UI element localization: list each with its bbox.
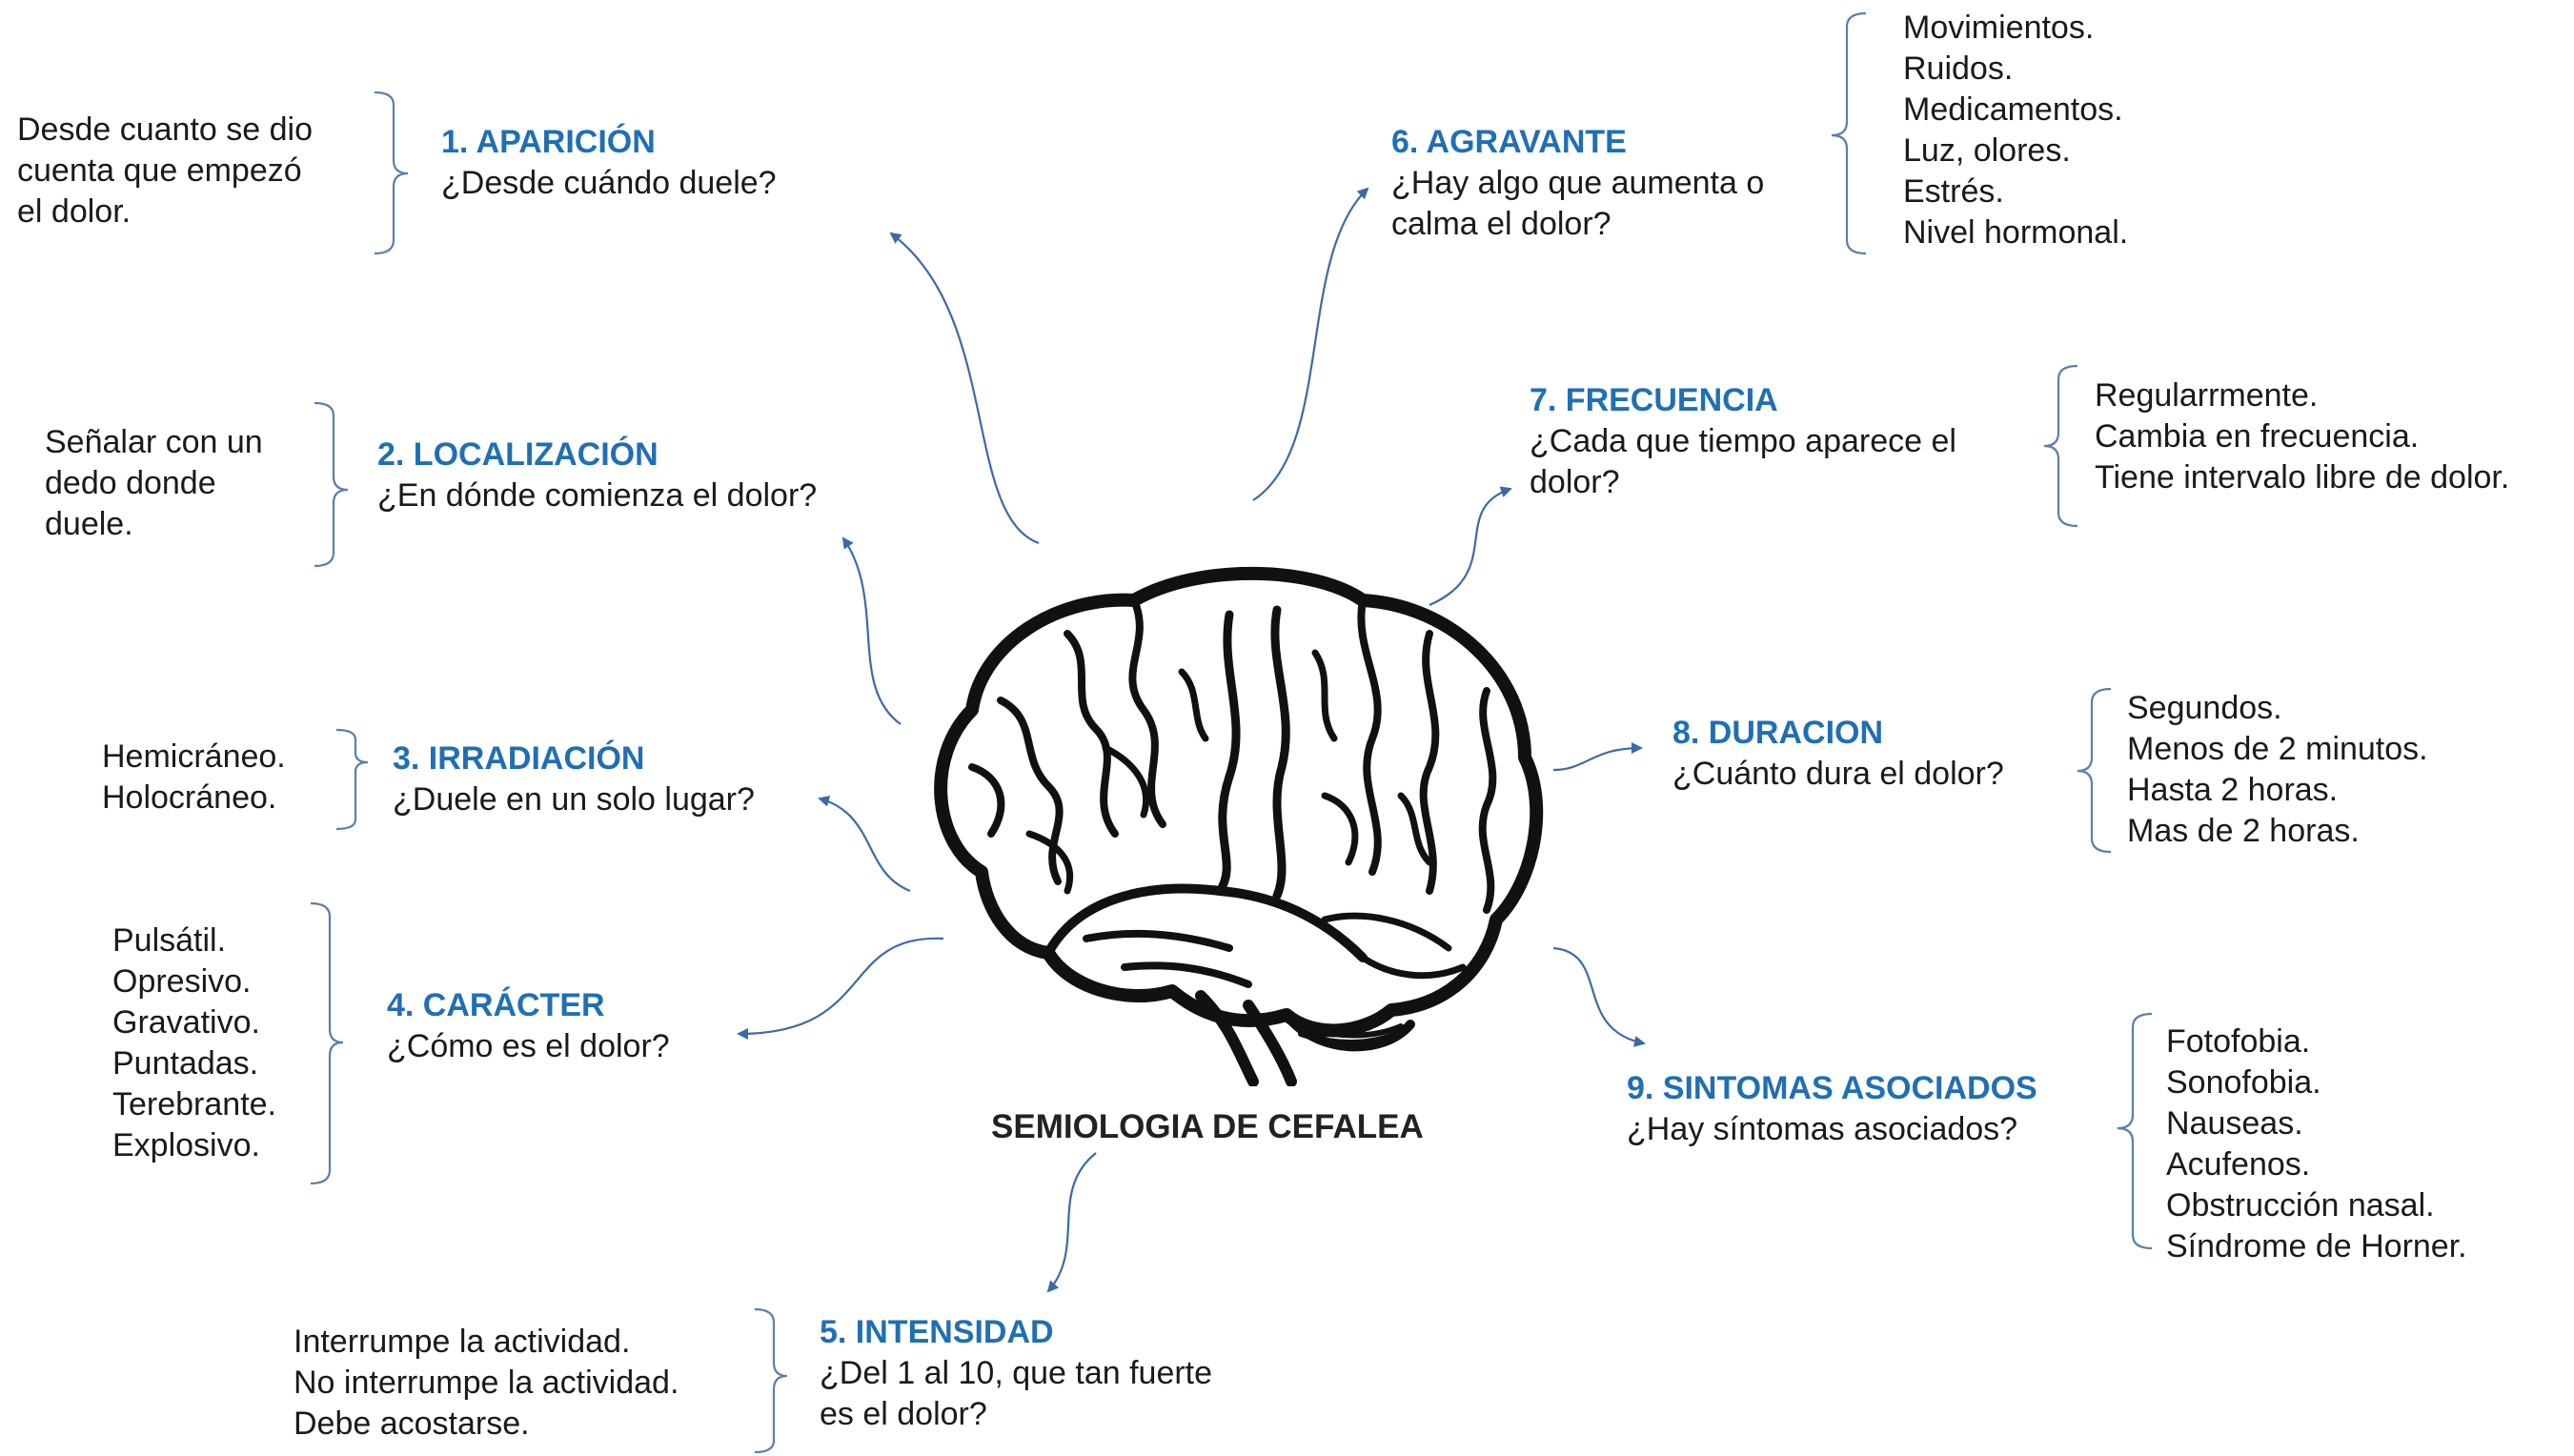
detail-item: Puntadas. xyxy=(112,1045,259,1082)
detail-item: Movimientos. xyxy=(1903,10,2095,46)
detail-item: Opresivo. xyxy=(112,963,252,1000)
caracter-details: Pulsátil. Opresivo. Gravativo. Puntadas.… xyxy=(112,920,276,1166)
detail-item: duele. xyxy=(45,506,133,542)
agravante-details: Movimientos. Ruidos. Medicamentos. Luz, … xyxy=(1903,8,2128,253)
detail-item: Regularrmente. xyxy=(2095,377,2319,414)
detail-item: Sonofobia. xyxy=(2166,1064,2321,1101)
detail-item: Cambia en frecuencia. xyxy=(2095,418,2420,455)
connector-caracter xyxy=(737,937,944,1040)
detail-item: Holocráneo. xyxy=(102,779,277,816)
detail-item: Síndrome de Horner. xyxy=(2166,1228,2467,1264)
connector-localizacion xyxy=(841,536,902,725)
detail-item: Interrumpe la actividad. xyxy=(294,1324,631,1360)
detail-item: el dolor. xyxy=(17,193,132,230)
detail-item: Menos de 2 minutos. xyxy=(2127,731,2428,767)
connector-agravante xyxy=(1252,187,1369,501)
detail-item: Tiene intervalo libre de dolor. xyxy=(2095,459,2510,495)
bracket-sintomas xyxy=(2117,1012,2153,1250)
node-question: es el dolor? xyxy=(820,1396,987,1432)
detail-item: cuenta que empezó xyxy=(17,152,302,189)
node-title: 8. DURACION xyxy=(1672,715,1884,751)
node-duracion: 8. DURACION ¿Cuánto dura el dolor? xyxy=(1672,713,2004,795)
node-question: ¿Cómo es el dolor? xyxy=(387,1028,670,1064)
node-question: ¿Desde cuándo duele? xyxy=(441,165,777,201)
connector-aparicion xyxy=(889,232,1040,545)
detail-item: Luz, olores. xyxy=(1903,132,2071,169)
node-question: ¿Cada que tiempo aparece el xyxy=(1530,423,1956,459)
node-question: dolor? xyxy=(1530,464,1620,500)
detail-item: Fotofobia. xyxy=(2166,1023,2311,1060)
intensidad-details: Interrumpe la actividad. No interrumpe l… xyxy=(294,1322,679,1445)
node-question: ¿Duele en un solo lugar? xyxy=(393,781,755,818)
detail-item: Estrés. xyxy=(1903,173,2004,210)
diagram-title: SEMIOLOGIA DE CEFALEA xyxy=(991,1108,1424,1145)
connector-intensidad xyxy=(1046,1152,1097,1293)
node-title: 5. INTENSIDAD xyxy=(820,1314,1054,1350)
connector-sintomas xyxy=(1552,946,1646,1047)
aparicion-details: Desde cuanto se dio cuenta que empezó el… xyxy=(17,110,313,233)
node-question: ¿En dónde comienza el dolor? xyxy=(377,477,818,514)
node-agravante: 6. AGRAVANTE ¿Hay algo que aumenta o cal… xyxy=(1391,122,1764,245)
node-question: ¿Hay síntomas asociados? xyxy=(1627,1111,2018,1147)
node-question: ¿Hay algo que aumenta o xyxy=(1391,165,1765,201)
node-title: 9. SINTOMAS ASOCIADOS xyxy=(1627,1070,2037,1106)
node-title: 6. AGRAVANTE xyxy=(1391,124,1627,160)
bracket-duracion xyxy=(2077,687,2112,854)
detail-item: Pulsátil. xyxy=(112,922,227,959)
detail-item: Debe acostarse. xyxy=(294,1405,530,1442)
detail-item: Hemicráneo. xyxy=(102,738,286,775)
detail-item: No interrumpe la actividad. xyxy=(294,1365,679,1401)
node-irradiacion: 3. IRRADIACIÓN ¿Duele en un solo lugar? xyxy=(393,738,755,820)
node-localizacion: 2. LOCALIZACIÓN ¿En dónde comienza el do… xyxy=(377,435,817,516)
bracket-frecuencia xyxy=(2043,364,2078,528)
node-title: 3. IRRADIACIÓN xyxy=(393,740,645,777)
frecuencia-details: Regularrmente. Cambia en frecuencia. Tie… xyxy=(2095,375,2509,498)
connector-irradiacion xyxy=(818,795,911,893)
bracket-aparicion xyxy=(374,91,409,255)
detail-item: Nauseas. xyxy=(2166,1105,2303,1142)
detail-item: Medicamentos. xyxy=(1903,91,2123,128)
duracion-details: Segundos. Menos de 2 minutos. Hasta 2 ho… xyxy=(2127,688,2428,852)
node-frecuencia: 7. FRECUENCIA ¿Cada que tiempo aparece e… xyxy=(1530,380,1956,503)
localizacion-details: Señalar con un dedo donde duele. xyxy=(45,422,263,545)
node-aparicion: 1. APARICIÓN ¿Desde cuándo duele? xyxy=(441,122,777,204)
sintomas-details: Fotofobia. Sonofobia. Nauseas. Acufenos.… xyxy=(2166,1021,2467,1267)
node-title: 7. FRECUENCIA xyxy=(1530,382,1778,418)
connector-duracion xyxy=(1552,742,1643,772)
bracket-caracter xyxy=(310,901,344,1185)
bracket-irradiacion xyxy=(335,728,369,831)
bracket-agravante xyxy=(1831,11,1867,255)
detail-item: dedo donde xyxy=(45,465,216,501)
detail-item: Desde cuanto se dio xyxy=(17,111,313,148)
node-title: 4. CARÁCTER xyxy=(387,987,605,1023)
bracket-localizacion xyxy=(314,401,349,568)
node-question: ¿Del 1 al 10, que tan fuerte xyxy=(820,1355,1213,1391)
detail-item: Gravativo. xyxy=(112,1004,260,1041)
node-intensidad: 5. INTENSIDAD ¿Del 1 al 10, que tan fuer… xyxy=(820,1312,1212,1435)
detail-item: Segundos. xyxy=(2127,690,2282,726)
node-sintomas: 9. SINTOMAS ASOCIADOS ¿Hay síntomas asoc… xyxy=(1627,1068,2037,1150)
detail-item: Mas de 2 horas. xyxy=(2127,813,2360,849)
detail-item: Obstrucción nasal. xyxy=(2166,1187,2435,1223)
node-title: 1. APARICIÓN xyxy=(441,124,656,160)
detail-item: Hasta 2 horas. xyxy=(2127,772,2339,808)
brain-illustration xyxy=(934,566,1544,1086)
node-question: ¿Cuánto dura el dolor? xyxy=(1672,756,2004,792)
detail-item: Explosivo. xyxy=(112,1127,260,1163)
irradiacion-details: Hemicráneo. Holocráneo. xyxy=(102,737,286,819)
detail-item: Nivel hormonal. xyxy=(1903,214,2129,251)
detail-item: Ruidos. xyxy=(1903,51,2014,87)
detail-item: Acufenos. xyxy=(2166,1146,2311,1183)
node-caracter: 4. CARÁCTER ¿Cómo es el dolor? xyxy=(387,985,670,1067)
node-title: 2. LOCALIZACIÓN xyxy=(377,436,659,473)
connector-frecuencia xyxy=(1429,486,1512,607)
detail-item: Terebrante. xyxy=(112,1086,276,1122)
detail-item: Señalar con un xyxy=(45,424,263,460)
bracket-intensidad xyxy=(754,1307,788,1454)
node-question: calma el dolor? xyxy=(1391,206,1611,242)
